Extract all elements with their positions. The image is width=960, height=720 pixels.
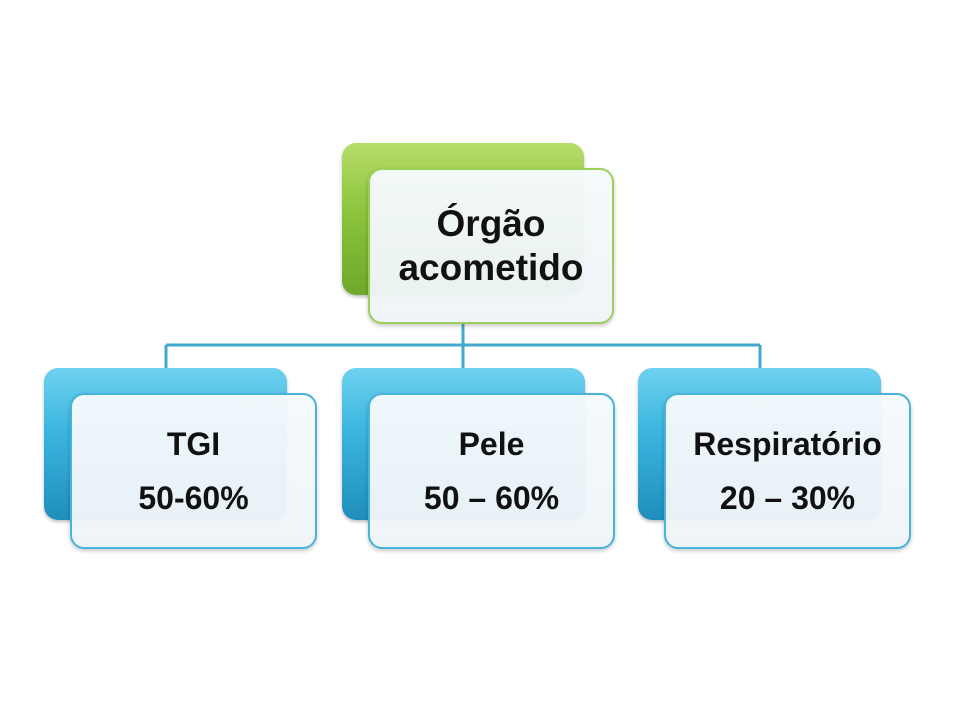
node-root-line2: acometido (398, 247, 584, 288)
node-pele-card: Pele 50 – 60% (368, 393, 615, 549)
node-respiratorio-card: Respiratório 20 – 30% (664, 393, 911, 549)
node-root-line1: Órgão (436, 203, 546, 245)
node-respiratorio-value: 20 – 30% (719, 480, 856, 516)
node-tgi-title: TGI (166, 426, 221, 462)
node-root-card: Órgão acometido (368, 168, 614, 324)
node-tgi-card: TGI 50-60% (70, 393, 317, 549)
node-pele-value: 50 – 60% (423, 480, 560, 516)
node-pele-title: Pele (458, 426, 525, 462)
node-respiratorio-title: Respiratório (693, 426, 882, 462)
node-tgi-value: 50-60% (138, 480, 249, 516)
